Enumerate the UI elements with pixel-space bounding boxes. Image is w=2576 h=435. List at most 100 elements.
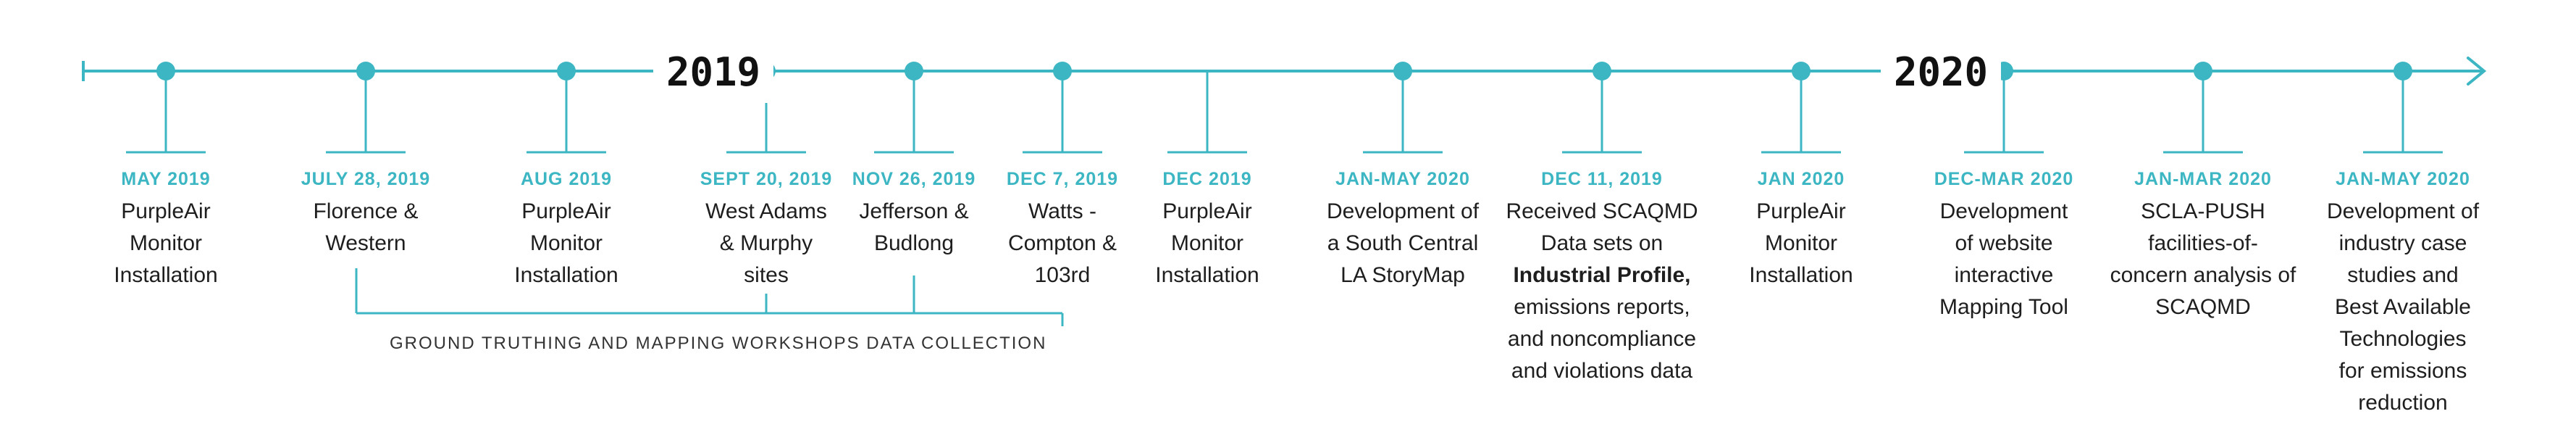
event-description: West Adams & Murphy sites [658, 196, 875, 291]
event-description-line: PurpleAir [1162, 199, 1252, 223]
event-description-line: a South Central [1327, 231, 1479, 255]
workshop-group-label: GROUND TRUTHING AND MAPPING WORKSHOPS DA… [390, 334, 1047, 353]
event-description: Florence & Western [257, 196, 474, 260]
event-dot [2194, 62, 2212, 80]
event-description-line: Budlong [873, 231, 955, 255]
event-dot [2394, 62, 2412, 80]
event-description-line: Installation [114, 263, 218, 287]
event-description-line: Mapping Tool [1939, 295, 2068, 319]
event-date: NOV 26, 2019 [852, 169, 976, 189]
event-date: JAN-MAR 2020 [2134, 169, 2272, 189]
event-description: Received SCAQMD Data sets on Industrial Pr… [1493, 196, 1711, 387]
event-description-line: of website [1955, 231, 2053, 255]
event-description-line: PurpleAir [521, 199, 611, 223]
event-date: DEC 2019 [1162, 169, 1252, 189]
event-date: JAN 2020 [1757, 169, 1845, 189]
year-label-2019: 2019 [653, 42, 774, 103]
event-description-line: Development [1939, 199, 2068, 223]
event-description-line: West Adams [705, 199, 827, 223]
event-description-line: concern analysis of [2110, 263, 2296, 287]
event-dot [1593, 62, 1611, 80]
event-dot [905, 62, 923, 80]
event-description-line: Installation [1749, 263, 1853, 287]
event-description-line: Monitor [129, 231, 203, 255]
event-description-line: Monitor [1764, 231, 1838, 255]
event-description-line: Technologies [2339, 327, 2467, 351]
event-description-line: Best Available [2335, 295, 2471, 319]
event-description: Development of a South Central LA StoryMap [1294, 196, 1511, 291]
event-date: SEPT 20, 2019 [700, 169, 833, 189]
event-description-line: Received SCAQMD [1506, 199, 1698, 223]
event-description-line: Installation [514, 263, 618, 287]
event-description-line: Compton & [1007, 231, 1117, 255]
event-description-line: industry case [2338, 231, 2467, 255]
event-description-line: PurpleAir [121, 199, 211, 223]
event-description-line: SCLA-PUSH [2141, 199, 2265, 223]
event-description-line: emissions reports, [1514, 295, 1690, 319]
event-description-line: LA StoryMap [1341, 263, 1465, 287]
event-date: JAN-MAY 2020 [1335, 169, 1470, 189]
event-description-line: and violations data [1511, 359, 1693, 383]
event-description-line: SCAQMD [2155, 295, 2251, 319]
event-description-line: studies and [2347, 263, 2459, 287]
event-dot [557, 62, 576, 80]
event-description: Jefferson & Budlong [805, 196, 1023, 260]
event-description-line: Florence & [313, 199, 419, 223]
event-date: AUG 2019 [520, 169, 613, 189]
event-description-line: Watts - [1028, 199, 1096, 223]
event-description-line: PurpleAir [1756, 199, 1846, 223]
event-description-line: Jefferson & [859, 199, 969, 223]
event-description-line: reduction [2358, 391, 2448, 415]
event-date: MAY 2019 [121, 169, 211, 189]
event-dot [356, 62, 375, 80]
event-description-line: Monitor [529, 231, 603, 255]
event-description-line: Installation [1155, 263, 1259, 287]
event-dot [1393, 62, 1412, 80]
event-description-line: for emissions [2338, 359, 2467, 383]
event-description-line: Industrial Profile, [1513, 263, 1691, 287]
axis-arrow-icon [2467, 57, 2487, 86]
event-dot [1053, 62, 1072, 80]
event-date: DEC-MAR 2020 [1934, 169, 2074, 189]
event-description: SCLA-PUSH facilities-of-concern analysis … [2094, 196, 2312, 323]
event-description-line: Development of [2326, 199, 2480, 223]
event-description: Watts - Compton & 103rd [954, 196, 1171, 291]
event-date: DEC 7, 2019 [1006, 169, 1119, 189]
event-dot [156, 62, 175, 80]
event-description-line: interactive [1954, 263, 2054, 287]
event-description-line: sites [744, 263, 789, 287]
event-date: JULY 28, 2019 [301, 169, 431, 189]
event-description-line: Monitor [1170, 231, 1244, 255]
event-description-line: Development of [1326, 199, 1480, 223]
event-date: JAN-MAY 2020 [2336, 169, 2470, 189]
year-label-2020: 2020 [1880, 42, 2002, 103]
event-date: DEC 11, 2019 [1541, 169, 1663, 189]
event-description-line: facilities-of- [2148, 231, 2258, 255]
event-description-line: and noncompliance [1507, 327, 1697, 351]
event-description-line: Western [325, 231, 406, 255]
event-description-line: Data sets on [1540, 231, 1664, 255]
event-description-line: 103rd [1034, 263, 1091, 287]
event-dot [1792, 62, 1811, 80]
event-description-line: & Murphy [719, 231, 813, 255]
